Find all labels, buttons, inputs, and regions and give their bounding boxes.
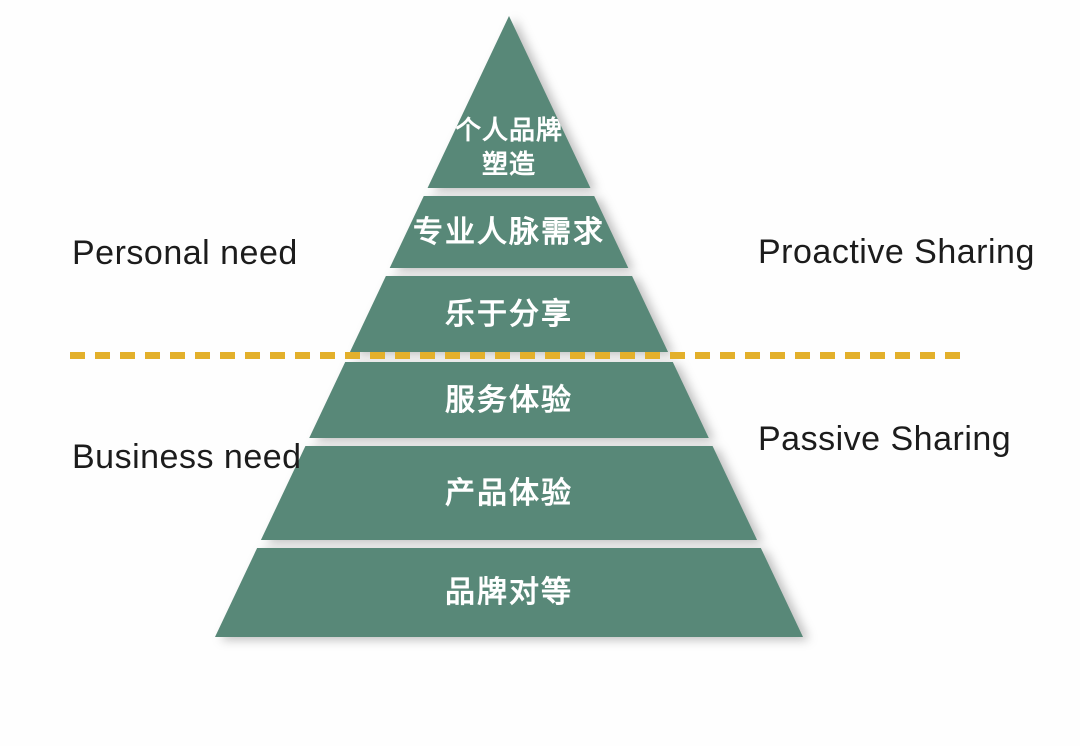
dashed-divider-line [70,352,962,359]
pyramid-level-2-label: 专业人脉需求 [413,215,605,249]
label-personal-need: Personal need [72,234,298,272]
pyramid-level-4: 服务体验 [215,362,803,438]
pyramid-level-6: 品牌对等 [215,548,803,637]
pyramid-level-4-label: 服务体验 [445,383,573,417]
label-passive-sharing: Passive Sharing [758,420,1012,458]
pyramid-level-6-label: 品牌对等 [445,576,573,609]
label-proactive-sharing: Proactive Sharing [758,233,1035,271]
pyramid-level-5: 产品体验 [215,446,803,540]
pyramid-shape: 个人品牌塑造 专业人脉需求 乐于分享 服务体验 产品体验 品牌对等 [215,16,803,637]
pyramid-level-3-label: 乐于分享 [445,297,573,331]
pyramid-level-2: 专业人脉需求 [215,196,803,268]
pyramid-level-1-label: 个人品牌塑造 [454,115,563,180]
label-business-need: Business need [72,438,302,476]
pyramid-level-5-label: 产品体验 [445,476,573,510]
pyramid: 个人品牌塑造 专业人脉需求 乐于分享 服务体验 产品体验 品牌对等 [215,16,803,637]
pyramid-level-3: 乐于分享 [215,276,803,352]
pyramid-level-1: 个人品牌塑造 [215,16,803,188]
